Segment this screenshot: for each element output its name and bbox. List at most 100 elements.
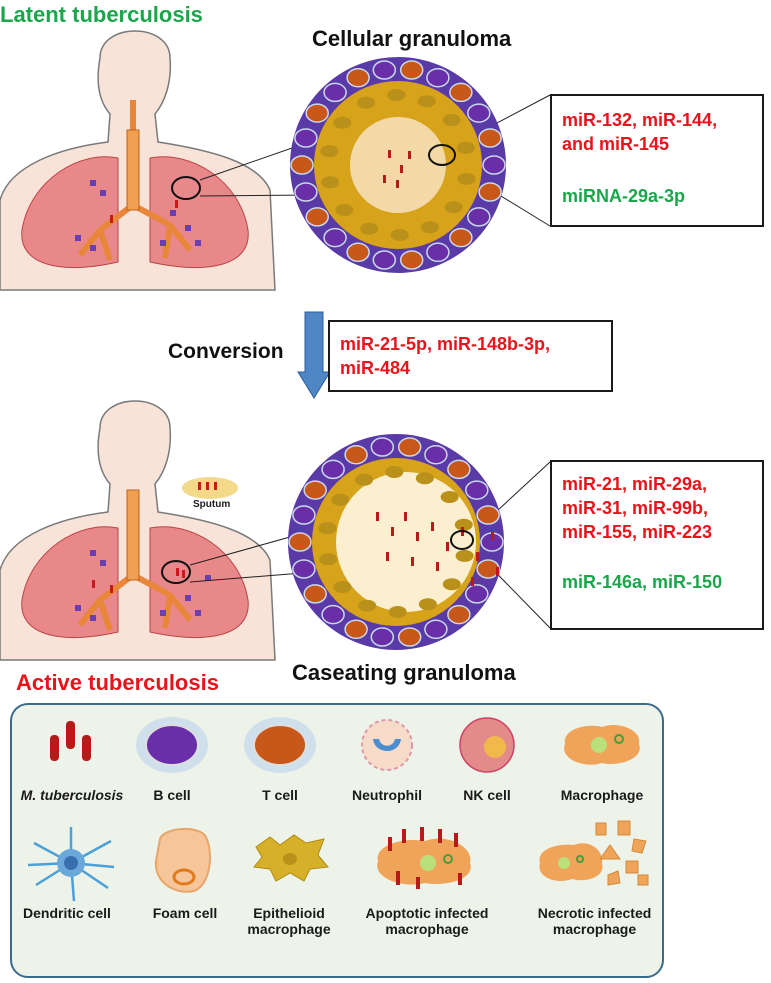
mycobacterium-icon [50,721,91,761]
epithelioid-macrophage-icon [253,834,329,882]
b-cell [323,227,347,248]
t-cell [478,128,502,148]
t-cell [447,604,471,625]
epithelioid-macrophage [418,598,437,611]
latent-mirna-up-line-2: and miR-145 [562,134,670,154]
t-cell [303,480,327,500]
b-cell [465,584,489,604]
epithelioid-macrophage [360,222,379,235]
conversion-label: Conversion [168,340,284,363]
macrophage-icon [564,724,640,765]
legend-label-foam-cell: Foam cell [152,905,218,921]
t-cell [305,207,329,227]
active-trachea [126,489,140,581]
t-cell [344,444,368,465]
active-lesion-marker [161,560,191,584]
legend-label-mtb: M. tuberculosis [20,787,124,803]
epithelioid-macrophage [457,172,476,185]
granuloma-zoom-marker [428,144,456,166]
b-cell [467,103,491,123]
b-cell [321,459,345,480]
b-cell [426,242,450,263]
epithelioid-macrophage [358,599,377,612]
t-cell [303,584,327,604]
legend-label-epithelioid-macrophage: Epithelioid macrophage [247,905,331,937]
b-cell [292,559,316,579]
epithelioid-macrophage [385,466,404,478]
b-cell [294,182,318,202]
b-cell [424,444,448,465]
nk-cell-icon [459,717,515,773]
epithelioid-macrophage [420,221,439,234]
b-cell [294,128,318,148]
epithelioid-macrophage [357,96,376,109]
active-tb-title: Active tuberculosis [16,670,219,695]
latent-trachea [126,129,140,211]
caseating-granuloma-illustration [288,434,504,650]
active-mirna-up-line-3: miR-155, miR-223 [562,522,713,542]
epithelioid-macrophage [417,95,436,108]
epithelioid-macrophage [321,176,340,189]
b-cell [370,627,395,647]
epithelioid-macrophage [331,493,350,506]
apoptotic-macrophage-icon [377,827,471,889]
epithelioid-macrophage [455,549,474,562]
b-cell [426,67,450,88]
sputum-illustration [182,477,238,499]
legend-label-neutrophil: Neutrophil [352,787,422,803]
legend-label-nk-cell: NK cell [463,787,511,803]
t-cell [449,227,473,248]
t-cell [344,619,368,640]
conversion-mirna-box: miR-21-5p, miR-148b-3p, miR-484 [328,320,613,392]
epithelioid-macrophage [456,141,475,154]
latent-mirna-box: miR-132, miR-144, and miR-145 miRNA-29a-… [550,94,764,227]
legend-label-macrophage: Macrophage [560,787,644,803]
t-cell [447,459,471,480]
t-cell [397,627,422,647]
t-cell [305,103,329,123]
b-cell [372,250,397,270]
t-cell [397,437,422,457]
epithelioid-macrophage [415,472,434,485]
neutrophil-icon [361,719,413,771]
t-cell [290,155,314,175]
epithelioid-macrophage [333,581,352,593]
epithelioid-macrophage [333,116,352,129]
caseous-necrotic-core [336,472,476,612]
b-cell [372,60,397,80]
sputum-label: Sputum [193,499,231,510]
granuloma-core [350,117,446,213]
t-cell [476,505,500,525]
b-cell [292,505,316,525]
epithelioid-macrophage [442,114,461,126]
epithelioid-macrophage [319,553,338,566]
t-cell [288,532,312,552]
legend-label-dendritic-cell: Dendritic cell [23,905,111,921]
epithelioid-macrophage [390,229,409,241]
latent-tb-title: Latent tuberculosis [0,2,203,27]
granuloma-zoom-marker [450,530,474,550]
active-right-lung [149,526,249,638]
b-cell [321,604,345,625]
t-cell [346,242,370,263]
cellular-granuloma-title: Cellular granuloma [312,26,512,51]
foam-cell-icon [154,828,211,893]
epithelioid-macrophage [388,606,407,618]
legend-label-necrotic-macrophage: Necrotic infected macrophage [537,905,652,937]
legend-label-apoptotic-macrophage: Apoptotic infected macrophage [365,905,489,937]
t-cell [449,82,473,103]
conversion-mirna-line-2: miR-484 [340,358,411,378]
b-cell [370,437,395,457]
active-body-illustration [0,400,276,661]
t-cell [478,182,502,202]
b-cell-icon [136,717,208,773]
active-bronchial-tree [77,572,193,631]
latent-lesion-marker [171,176,201,200]
epithelioid-macrophage [335,204,354,216]
epithelioid-macrophage [355,473,374,486]
b-cell [465,480,489,500]
active-mirna-up-line-2: miR-31, miR-99b, [562,498,709,518]
legend-label-b-cell: B cell [153,787,191,803]
active-mirna-up-line-1: miR-21, miR-29a, [562,474,708,494]
b-cell [482,155,506,175]
